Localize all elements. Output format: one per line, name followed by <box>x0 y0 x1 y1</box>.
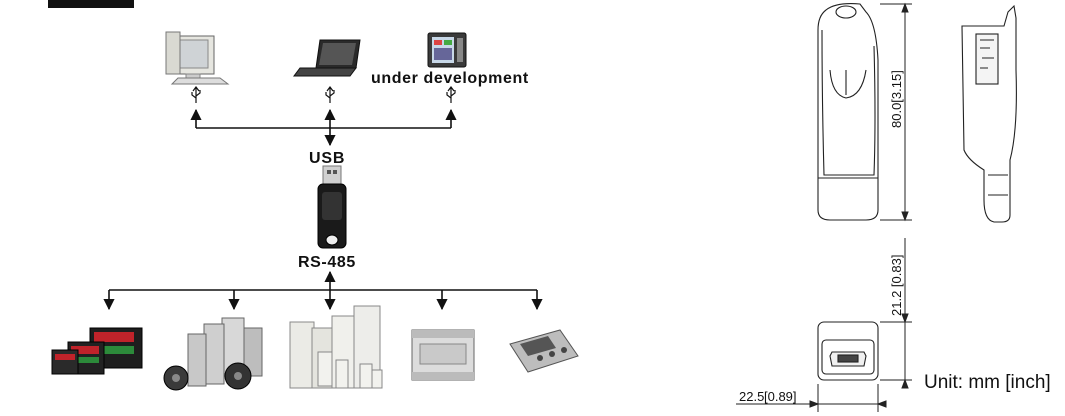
plc-icon <box>411 329 475 381</box>
width-dimension-inch: [0.89] <box>764 389 797 404</box>
length-dimension <box>880 2 912 222</box>
usb-bus <box>190 108 457 147</box>
side-view-drawing <box>961 4 1017 223</box>
rs485-bus <box>103 270 543 311</box>
hmi-panel-icon <box>427 32 467 68</box>
width-dimension <box>736 384 887 412</box>
laptop-icon <box>293 39 361 77</box>
unit-label: Unit: mm [inch] <box>924 372 1051 393</box>
usb-converter-icon <box>317 165 347 249</box>
temperature-controllers-icon <box>51 327 143 375</box>
height-dimension-label: 21.2 [0.83] <box>889 255 904 316</box>
servo-drives-icon <box>163 317 263 391</box>
usb-symbol-icon <box>325 86 335 103</box>
usb-symbol-icon <box>446 86 456 103</box>
end-view-drawing <box>817 321 879 381</box>
ac-motor-drives-icon <box>289 305 383 389</box>
usb-symbol-icon <box>191 86 201 103</box>
under-development-label: under development <box>371 70 529 87</box>
front-view-drawing <box>817 3 879 221</box>
text-panel-icon <box>509 329 579 373</box>
desktop-pc-icon <box>165 31 230 85</box>
rs485-label: RS-485 <box>298 254 356 271</box>
width-dimension-value: 22.5 <box>739 389 764 404</box>
length-dimension-label: 80.0[3.15] <box>889 70 904 128</box>
heading-fragment <box>48 0 134 8</box>
usb-label: USB <box>309 150 345 167</box>
height-dimension <box>880 238 912 389</box>
